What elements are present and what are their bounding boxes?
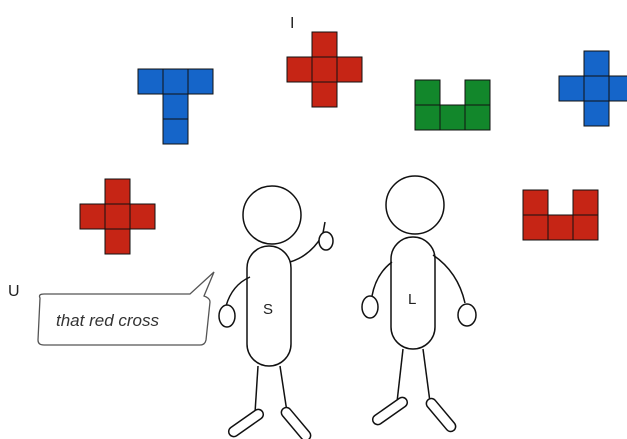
speaker-body	[246, 245, 292, 367]
red-cross-top-cell-5	[311, 81, 338, 108]
left-marker-label: U	[8, 283, 20, 300]
top-marker-label: I	[290, 15, 294, 32]
green-u-cell-2	[464, 79, 491, 106]
red-cross-top-cell-4	[336, 56, 363, 83]
red-u-cell-5	[572, 214, 599, 241]
speaker-right-hand	[318, 231, 334, 251]
speaker-pointing-finger	[322, 221, 326, 234]
listener-label: L	[408, 291, 416, 308]
blue-t-piece[interactable]	[137, 68, 214, 145]
speech-bubble-outline	[37, 271, 215, 346]
red-u-piece[interactable]	[522, 189, 599, 241]
blue-cross-cell-3	[583, 75, 610, 102]
listener-left-leg	[396, 348, 404, 403]
listener-head	[385, 175, 445, 235]
blue-t-cell-5	[162, 118, 189, 145]
green-u-cell-4	[439, 104, 466, 131]
listener-figure: L	[361, 175, 477, 433]
blue-cross-cell-2	[558, 75, 585, 102]
red-u-cell-4	[547, 214, 574, 241]
listener-left-hand	[361, 295, 379, 319]
blue-t-cell-1	[137, 68, 164, 95]
speaker-figure: S	[218, 185, 334, 439]
speech-text: that red cross	[56, 311, 159, 330]
green-u-cell-5	[464, 104, 491, 131]
speech-bubble: that red cross	[37, 271, 215, 346]
speaker-right-leg	[279, 365, 288, 413]
red-cross-piece-top[interactable]	[286, 31, 363, 108]
green-u-cell-1	[414, 79, 441, 106]
red-cross-top-cell-3	[311, 56, 338, 83]
red-cross-left-cell-5	[104, 228, 131, 255]
listener-left-arm	[371, 261, 393, 297]
red-u-cell-1	[522, 189, 549, 216]
red-cross-top-cell-2	[286, 56, 313, 83]
listener-left-foot	[371, 396, 409, 426]
blue-cross-cell-1	[583, 50, 610, 77]
speaker-head	[242, 185, 302, 245]
speaker-right-arm	[289, 235, 323, 263]
listener-body	[390, 236, 436, 350]
speaker-left-arm	[225, 276, 251, 307]
red-cross-left-cell-1	[104, 178, 131, 205]
red-cross-left-cell-4	[129, 203, 156, 230]
red-cross-piece-left[interactable]	[79, 178, 156, 255]
red-cross-left-cell-3	[104, 203, 131, 230]
speaker-left-leg	[254, 365, 259, 414]
listener-right-hand	[457, 303, 477, 327]
listener-right-leg	[422, 348, 431, 403]
blue-t-cell-4	[162, 93, 189, 120]
listener-right-arm	[432, 254, 466, 304]
speaker-left-foot	[227, 408, 265, 438]
blue-cross-piece[interactable]	[558, 50, 627, 127]
red-cross-left-cell-2	[79, 203, 106, 230]
speaker-label: S	[263, 301, 273, 318]
speaker-right-foot	[280, 406, 312, 439]
listener-right-foot	[425, 397, 457, 433]
green-u-cell-3	[414, 104, 441, 131]
speaker-left-hand	[218, 304, 236, 328]
blue-cross-cell-4	[608, 75, 627, 102]
red-u-cell-3	[522, 214, 549, 241]
red-cross-top-cell-1	[311, 31, 338, 58]
green-u-piece[interactable]	[414, 79, 491, 131]
blue-t-cell-3	[187, 68, 214, 95]
blue-t-cell-2	[162, 68, 189, 95]
red-u-cell-2	[572, 189, 599, 216]
blue-cross-cell-5	[583, 100, 610, 127]
